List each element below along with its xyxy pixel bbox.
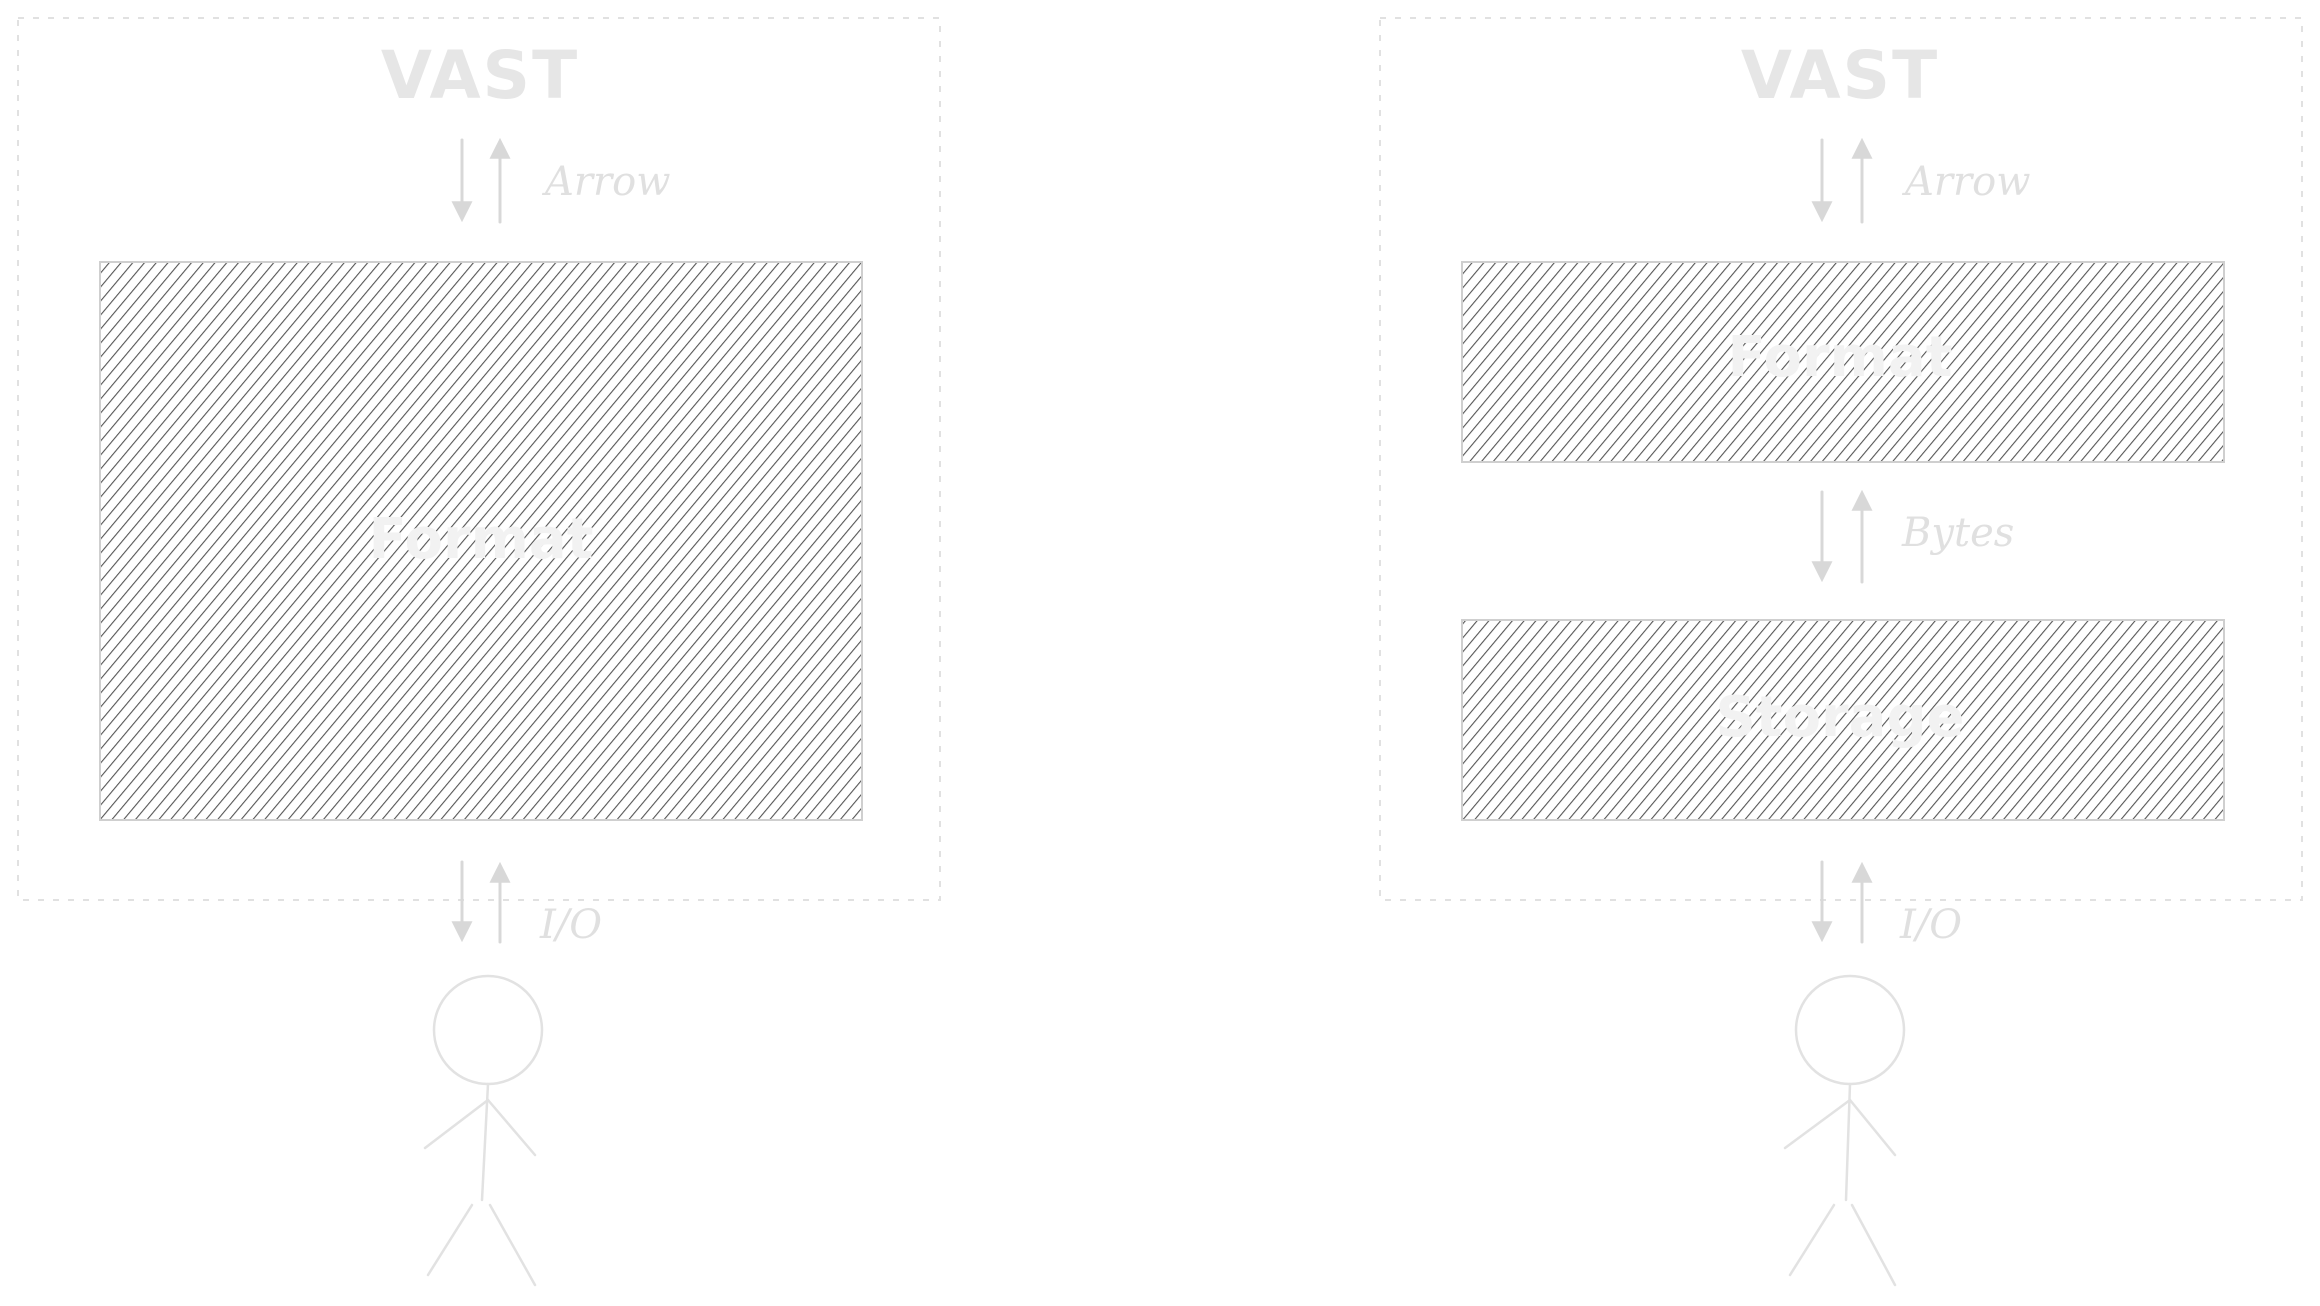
arrow-edge-label-left: Arrow <box>541 159 670 205</box>
user-stick-figure-icon <box>1783 974 1906 1287</box>
storage-box: Storage <box>1461 619 2225 821</box>
vast-title-right: VAST <box>1741 37 1939 114</box>
format-box-right: Format <box>1461 261 2225 463</box>
bidirectional-arrow-icon <box>1811 860 1873 944</box>
arrow-edge-label-right: Arrow <box>1901 159 2030 205</box>
bytes-edge-label: Bytes <box>1901 510 2014 556</box>
format-box-label-left: Format <box>369 507 594 572</box>
storage-box-label: Storage <box>1715 685 1964 750</box>
vast-boundary-left <box>17 17 941 901</box>
bidirectional-arrow-icon <box>451 137 511 224</box>
vast-title-left: VAST <box>381 37 579 114</box>
bidirectional-arrow-icon <box>1811 489 1873 584</box>
format-box-left: Format <box>99 261 863 821</box>
bidirectional-arrow-icon <box>1811 137 1873 224</box>
diagram-left: VAST Arrow Format I/O <box>17 17 941 1287</box>
bidirectional-arrow-icon <box>451 860 511 944</box>
vast-boundary-right <box>1379 17 2303 901</box>
io-edge-label-right: I/O <box>1899 902 1962 948</box>
format-box-label-right: Format <box>1728 325 1953 390</box>
diagram-right: VAST Arrow Format Bytes Storage I/O <box>1379 17 2303 1287</box>
user-stick-figure-icon <box>423 974 544 1287</box>
io-edge-label-left: I/O <box>539 902 602 948</box>
